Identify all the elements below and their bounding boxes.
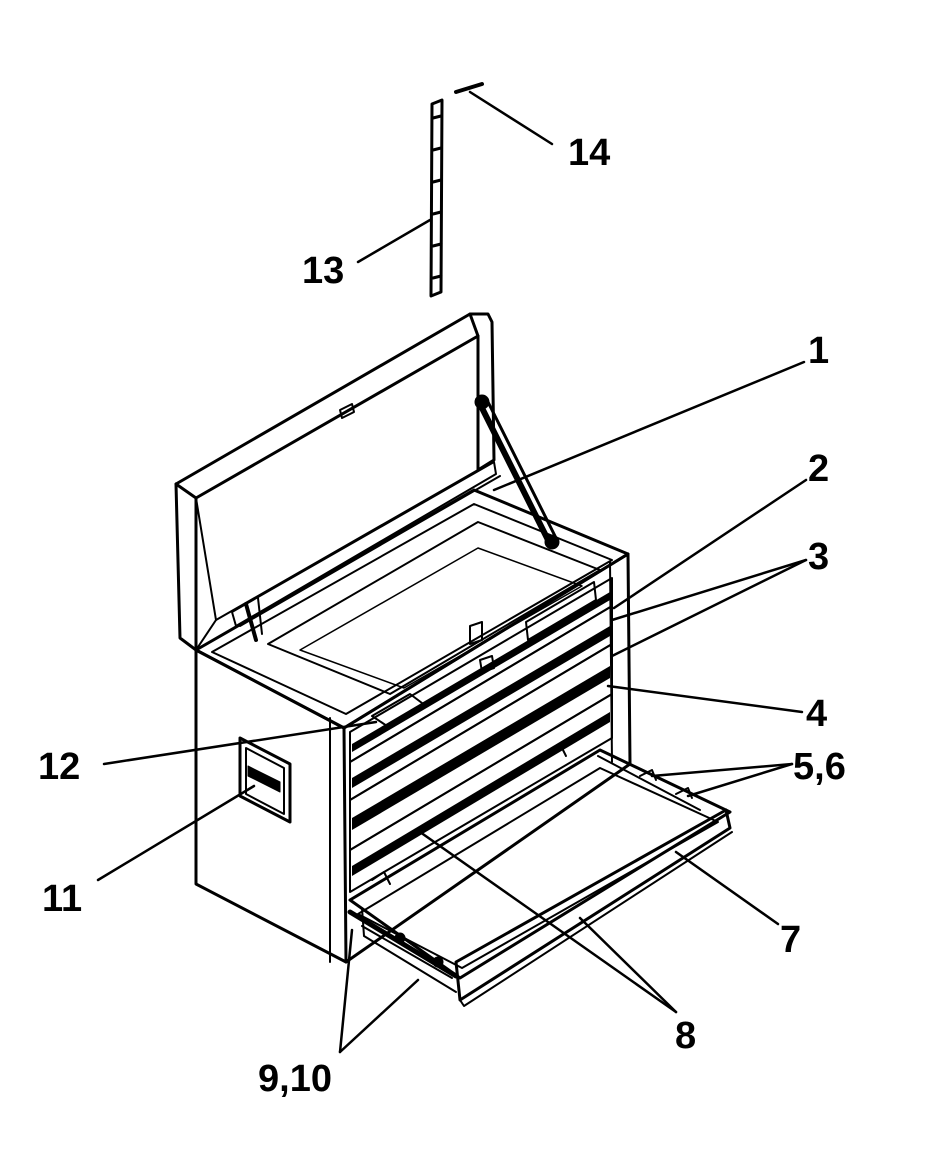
leader-7	[674, 850, 780, 926]
callout-7: 7	[780, 919, 802, 961]
leader-3a	[610, 558, 808, 622]
hinge-part-13	[429, 98, 444, 298]
callout-1: 1	[808, 330, 830, 372]
leader-8b	[578, 916, 678, 1014]
cabinet-front	[342, 552, 632, 964]
leader-1	[492, 360, 806, 492]
callout-12: 12	[38, 746, 81, 788]
leader-4	[606, 684, 804, 714]
side-handle-part-11	[238, 736, 292, 824]
leader-14	[468, 90, 554, 146]
callout-5-6: 5,6	[793, 746, 846, 788]
lid	[174, 312, 501, 652]
leader-56b	[686, 762, 794, 798]
callout-2: 2	[808, 448, 830, 490]
callout-13: 13	[302, 250, 345, 292]
leader-11	[96, 784, 256, 882]
leader-910a	[338, 928, 354, 1054]
callout-8: 8	[675, 1015, 697, 1057]
open-drawer	[347, 743, 733, 1007]
callout-9-10: 9,10	[258, 1058, 332, 1100]
leader-56a	[650, 762, 794, 778]
pin-part-14	[454, 82, 484, 94]
cabinet-top	[194, 488, 630, 730]
callout-14: 14	[568, 132, 611, 174]
leader-12	[102, 720, 378, 766]
leader-13	[356, 218, 432, 264]
leader-8a	[418, 830, 678, 1014]
callout-11: 11	[42, 878, 83, 920]
leader-910b	[338, 978, 420, 1054]
leader-2	[612, 478, 808, 610]
callout-4: 4	[806, 693, 828, 735]
callout-3: 3	[808, 536, 830, 578]
leader-lines	[96, 90, 808, 1054]
leader-3b	[610, 558, 808, 658]
